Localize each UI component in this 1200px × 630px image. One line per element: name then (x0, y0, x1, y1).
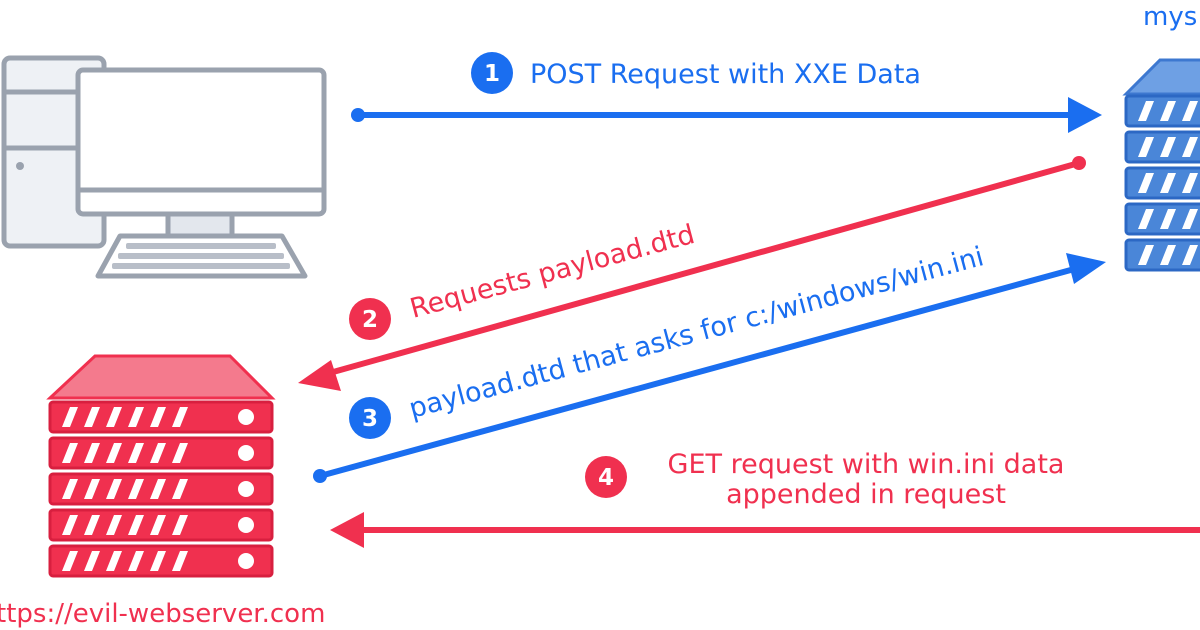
svg-text:1: 1 (484, 61, 500, 87)
target-host-label: mys (1143, 2, 1197, 32)
server-unit (1124, 130, 1200, 164)
step-4-label-line1: GET request with win.ini data (668, 449, 1065, 480)
server-unit (1124, 202, 1200, 236)
step-1-badge: 1 (471, 52, 513, 94)
step-4-badge: 4 (585, 456, 627, 498)
arrow-step-4 (330, 512, 1200, 548)
svg-text:4: 4 (598, 465, 614, 491)
svg-text:3: 3 (362, 406, 378, 432)
server-unit (48, 436, 274, 470)
server-unit (48, 508, 274, 542)
server-unit (1124, 238, 1200, 272)
keyboard-keys (112, 243, 290, 269)
step-2-badge: 2 (349, 298, 391, 340)
step-3-badge: 3 (349, 397, 391, 439)
evil-server-icon (46, 354, 276, 578)
server-unit (1124, 94, 1200, 128)
arrow-step-2 (298, 156, 1086, 391)
svg-text:2: 2 (362, 307, 378, 333)
server-unit (48, 472, 274, 506)
server-unit (48, 544, 274, 578)
step-4-label-line2: appended in request (726, 479, 1006, 510)
step-1-label: POST Request with XXE Data (530, 59, 921, 90)
server-unit (48, 400, 274, 434)
server-stack-icon (1122, 58, 1200, 272)
arrow-step-1 (351, 97, 1102, 133)
arrow-step-3 (313, 253, 1106, 483)
server-unit (1124, 166, 1200, 200)
evil-host-label: ttps://evil-webserver.com (0, 599, 325, 629)
